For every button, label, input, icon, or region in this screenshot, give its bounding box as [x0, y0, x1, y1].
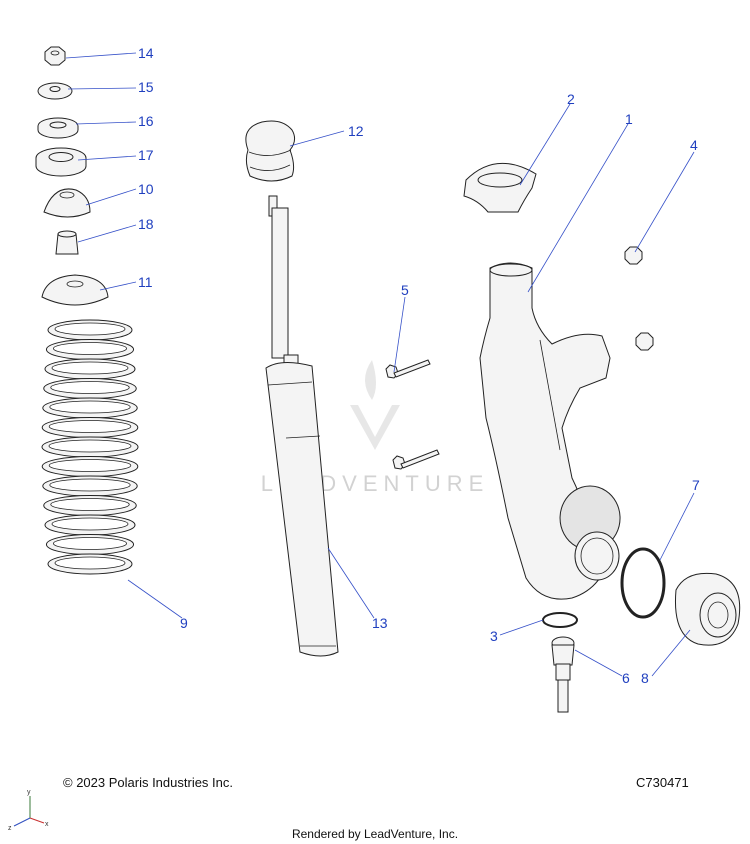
axis-z-label: z	[8, 825, 12, 832]
part-8-wheel-bearing	[674, 572, 741, 646]
part-2-strut-cap	[463, 162, 537, 213]
axis-triad: y x z	[8, 789, 49, 832]
callout-9: 9	[180, 615, 188, 631]
part-17-bearing	[35, 147, 87, 177]
axis-y-label: y	[27, 789, 31, 796]
part-6-ball-joint	[551, 636, 575, 713]
callout-4: 4	[690, 137, 698, 153]
spring-coil-inner	[48, 420, 132, 433]
part-3-circlip	[542, 612, 578, 628]
part-16-washer	[37, 117, 79, 139]
spring-coil-inner	[51, 517, 129, 531]
callout-7: 7	[692, 477, 700, 493]
callout-5: 5	[401, 282, 409, 298]
callout-10: 10	[138, 181, 154, 197]
callout-12: 12	[348, 123, 364, 139]
part-14-nut	[44, 46, 66, 66]
part-9-coil-spring	[41, 319, 139, 575]
spring-coil-inner	[50, 381, 130, 394]
callout-6: 6	[622, 670, 630, 686]
callout-11: 11	[138, 274, 153, 290]
spring-coil-inner	[48, 459, 132, 472]
leader-lines	[65, 52, 695, 677]
part-12-bump-stop	[245, 120, 296, 182]
part-5-bolt-upper	[385, 359, 431, 379]
callout-15: 15	[138, 79, 154, 95]
part-4-nut-upper	[624, 246, 643, 265]
spring-coil-inner	[50, 498, 130, 511]
callout-2: 2	[567, 91, 575, 107]
part-4-nut-lower	[635, 332, 654, 351]
callout-14: 14	[138, 45, 154, 61]
part-13-shock-absorber	[265, 195, 339, 657]
spring-coil-inner	[54, 556, 126, 570]
spring-coil-inner	[49, 478, 131, 492]
callout-1: 1	[625, 111, 633, 127]
callout-13: 13	[372, 615, 388, 631]
rendered-by-text: Rendered by LeadVenture, Inc.	[291, 827, 459, 841]
callout-17: 17	[138, 147, 154, 163]
spring-coil-inner	[49, 400, 131, 414]
callout-8: 8	[641, 670, 649, 686]
callout-3: 3	[490, 628, 498, 644]
spring-coil-inner	[48, 439, 132, 453]
spring-coil-inner	[53, 537, 127, 550]
watermark-logo	[350, 360, 400, 450]
axis-x-label: x	[45, 821, 49, 828]
figure-code: C730471	[636, 775, 689, 790]
part-15-washer	[37, 82, 73, 100]
part-7-snap-ring	[620, 547, 666, 619]
callout-16: 16	[138, 113, 154, 129]
spring-coil-inner	[53, 342, 127, 355]
part-5-bolt-lower	[392, 449, 440, 470]
part-18-spacer	[55, 230, 79, 255]
copyright-text: © 2023 Polaris Industries Inc.	[63, 775, 233, 790]
part-10-retainer	[43, 188, 91, 218]
callout-18: 18	[138, 216, 154, 232]
spring-coil-inner	[51, 361, 129, 375]
part-1-knuckle	[479, 262, 621, 600]
spring-coil-inner	[54, 322, 126, 336]
part-11-spring-seat	[41, 274, 109, 306]
